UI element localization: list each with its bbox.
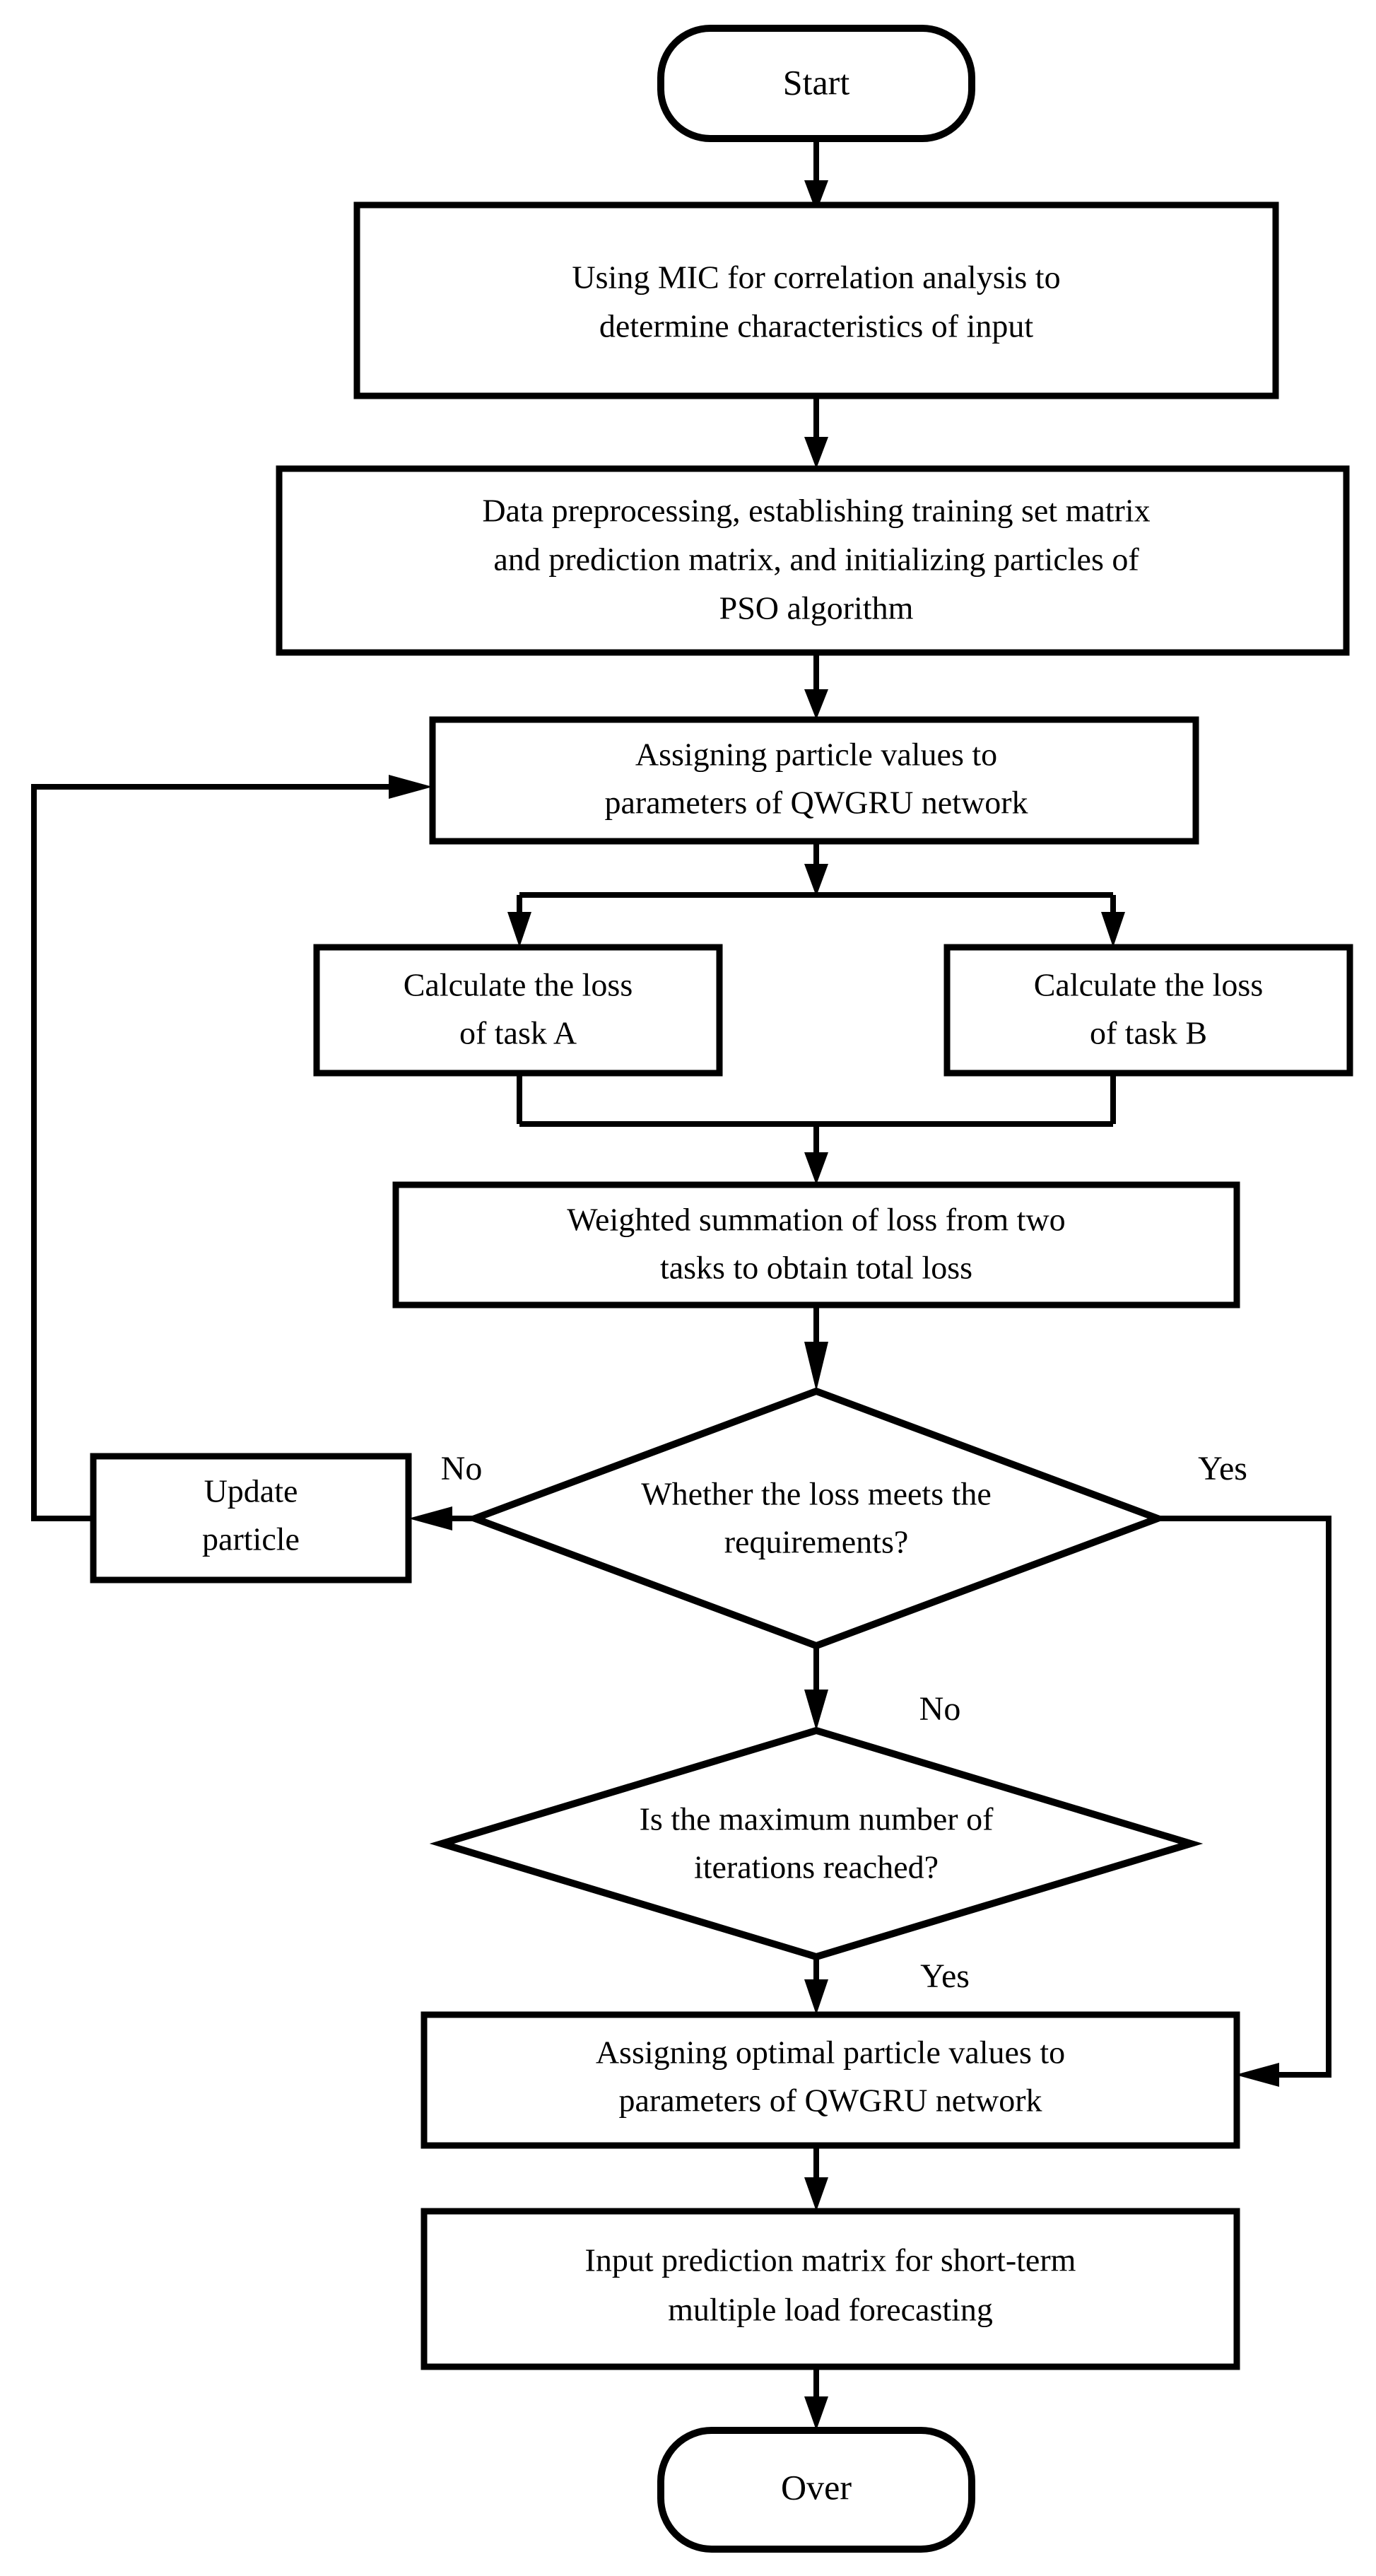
loss-task-b-label-line-1: Calculate the loss: [1034, 967, 1263, 1003]
node-loss-task-a[interactable]: Calculate the loss of task A: [313, 944, 723, 1077]
node-assign-particle[interactable]: Assigning particle values to parameters …: [429, 716, 1199, 845]
start-terminator-shape: [657, 25, 975, 142]
loss-decision-diamond-shape: [464, 1387, 1168, 1650]
edge-label-loss-yes: Yes: [1198, 1450, 1247, 1487]
iteration-decision-diamond-shape: [429, 1726, 1204, 1961]
over-terminator-shape: [657, 2427, 975, 2553]
node-preprocess[interactable]: Data preprocessing, establishing trainin…: [276, 465, 1350, 656]
node-weighted-sum[interactable]: Weighted summation of loss from two task…: [392, 1181, 1240, 1309]
edge-start-to-mic: [804, 139, 828, 212]
edge-input-prediction-to-over: [804, 2367, 828, 2430]
mic-box-shape: [353, 201, 1279, 399]
edge-update-particle-loop-to-assign-particle: [31, 775, 433, 1521]
assign-optimal-label-line-2: parameters of QWGRU network: [618, 2083, 1042, 2119]
iteration-decision-label-line-2: iterations reached?: [694, 1849, 939, 1885]
assign-particle-label-line-2: parameters of QWGRU network: [604, 785, 1028, 821]
edge-mic-to-preprocess: [804, 396, 828, 469]
preprocess-label-line-3: PSO algorithm: [719, 590, 914, 626]
update-particle-label-line-1: Update: [204, 1473, 298, 1509]
edge-loss-decision-no-to-iteration-decision: [804, 1646, 828, 1731]
mic-label-line-1: Using MIC for correlation analysis to: [572, 259, 1060, 295]
loss-task-a-label-line-2: of task A: [459, 1015, 577, 1051]
update-particle-label-line-2: particle: [202, 1521, 300, 1557]
edge-label-loss-no: No: [441, 1450, 483, 1487]
assign-particle-box-shape: [429, 716, 1199, 845]
assign-optimal-box-shape: [421, 2011, 1240, 2149]
edge-tasks-to-weighted-sum: [517, 1073, 1116, 1185]
edge-weighted-sum-to-loss-decision: [804, 1304, 828, 1391]
loss-decision-label-line-2: requirements?: [724, 1524, 909, 1560]
weighted-sum-label-line-2: tasks to obtain total loss: [660, 1250, 972, 1286]
edges-layer: [31, 139, 1331, 2430]
edge-label-iteration-yes: Yes: [920, 1957, 970, 1995]
edge-label-iteration-no: No: [919, 1690, 961, 1728]
edge-iteration-decision-yes-to-assign-optimal: [804, 1957, 828, 2015]
input-prediction-box-shape: [421, 2208, 1240, 2370]
node-loss-decision[interactable]: Whether the loss meets the requirements?: [464, 1387, 1168, 1650]
node-loss-task-b[interactable]: Calculate the loss of task B: [943, 944, 1353, 1077]
node-over[interactable]: Over: [657, 2427, 975, 2553]
input-prediction-label-line-2: multiple load forecasting: [668, 2292, 993, 2328]
edge-assign-particle-to-fork: [507, 841, 1125, 947]
node-update-particle[interactable]: Update particle: [90, 1453, 412, 1583]
preprocess-label-line-2: and prediction matrix, and initializing …: [493, 541, 1139, 578]
preprocess-box-shape: [276, 465, 1350, 656]
weighted-sum-box-shape: [392, 1181, 1240, 1309]
loss-task-b-box-shape: [943, 944, 1353, 1077]
start-label: Start: [783, 62, 850, 102]
mic-label-line-2: determine characteristics of input: [599, 308, 1034, 344]
over-label: Over: [781, 2467, 852, 2507]
loss-task-a-box-shape: [313, 944, 723, 1077]
input-prediction-label-line-1: Input prediction matrix for short-term: [585, 2242, 1076, 2278]
edge-assign-optimal-to-input-prediction: [804, 2145, 828, 2211]
assign-optimal-label-line-1: Assigning optimal particle values to: [596, 2035, 1065, 2071]
edge-labels-layer: No Yes No Yes: [441, 1450, 1247, 1995]
node-start[interactable]: Start: [657, 25, 975, 142]
weighted-sum-label-line-1: Weighted summation of loss from two: [567, 1202, 1065, 1238]
node-assign-optimal[interactable]: Assigning optimal particle values to par…: [421, 2011, 1240, 2149]
node-input-prediction[interactable]: Input prediction matrix for short-term m…: [421, 2208, 1240, 2370]
edge-loss-decision-yes-to-assign-optimal: [1158, 1516, 1331, 2087]
assign-particle-label-line-1: Assigning particle values to: [635, 737, 997, 773]
loss-task-a-label-line-1: Calculate the loss: [404, 967, 633, 1003]
edge-preprocess-to-assign-particle: [804, 652, 828, 720]
update-particle-box-shape: [90, 1453, 412, 1583]
loss-task-b-label-line-2: of task B: [1090, 1015, 1207, 1051]
iteration-decision-label-line-1: Is the maximum number of: [640, 1801, 994, 1837]
node-mic[interactable]: Using MIC for correlation analysis to de…: [353, 201, 1279, 399]
loss-decision-label-line-1: Whether the loss meets the: [641, 1476, 992, 1512]
node-iteration-decision[interactable]: Is the maximum number of iterations reac…: [429, 1726, 1204, 1961]
preprocess-label-line-1: Data preprocessing, establishing trainin…: [482, 493, 1150, 529]
